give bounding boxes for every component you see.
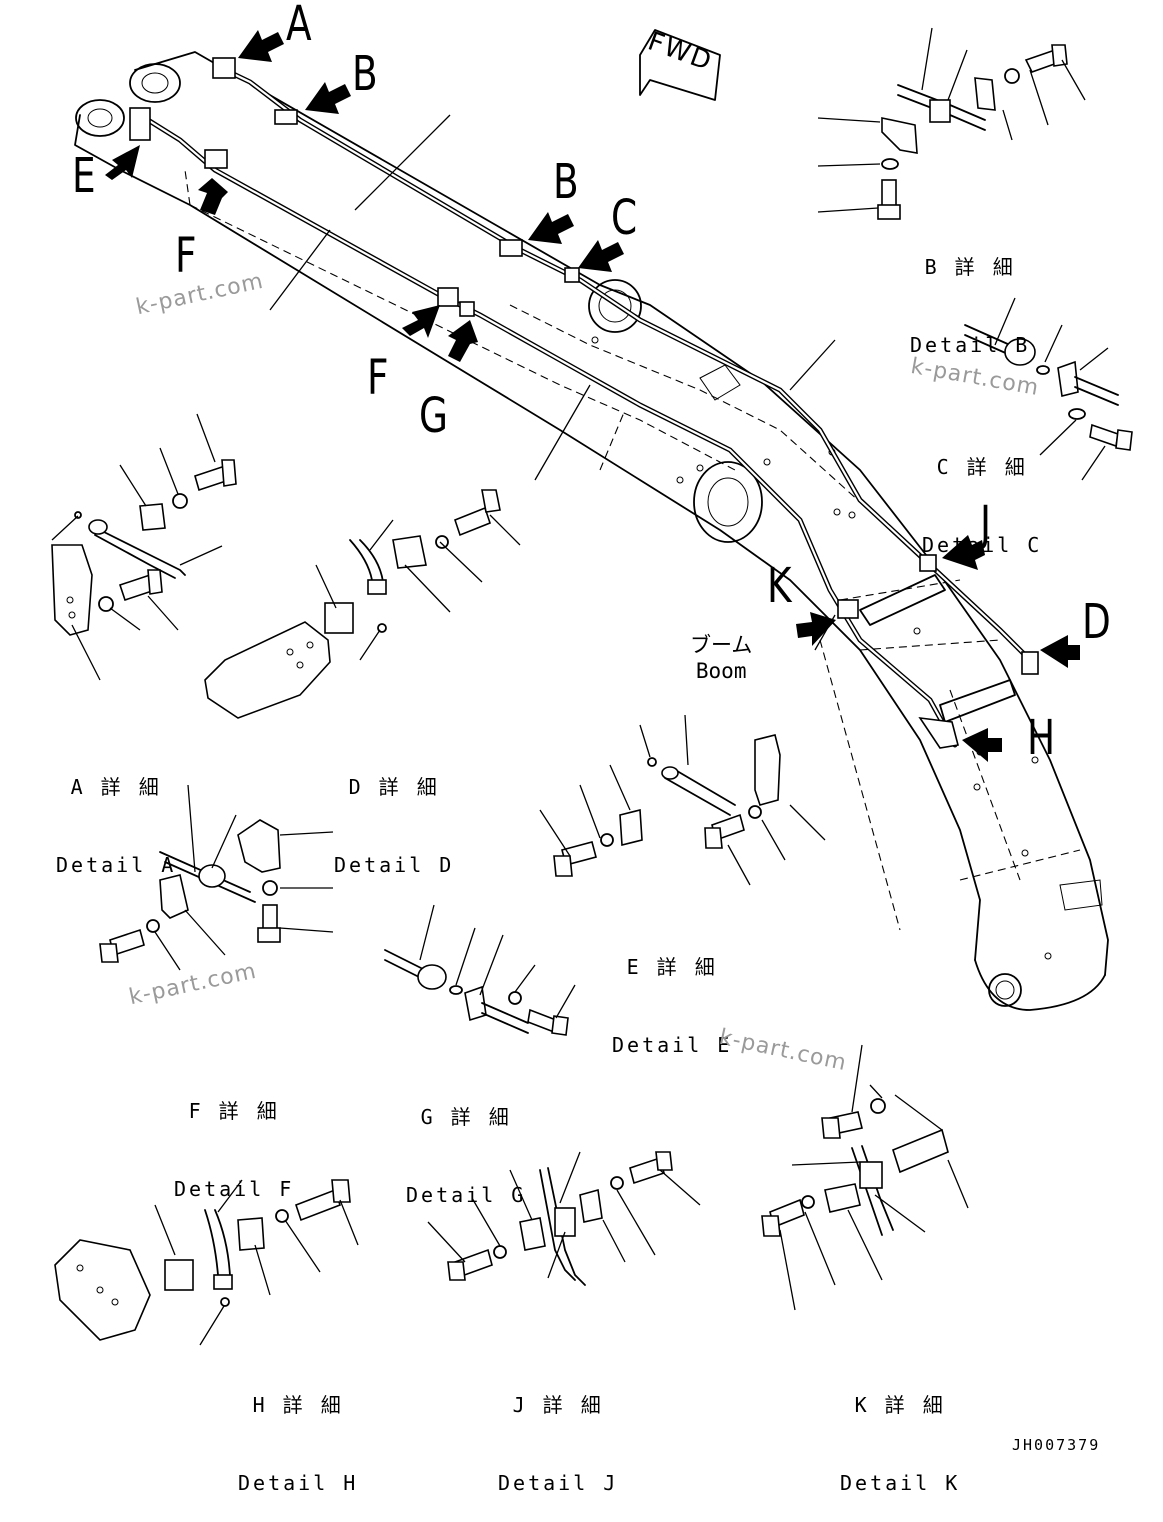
callout-G: G: [419, 388, 449, 444]
detail-b-en: Detail B: [910, 333, 1031, 357]
detail-d-caption: D 詳 細 Detail D: [334, 722, 454, 904]
detail-d-drawing: [204, 489, 521, 719]
callout-E: E: [72, 148, 96, 204]
detail-h-en: Detail H: [238, 1471, 359, 1495]
arrow-B-mid: [528, 212, 574, 244]
diagram-drawing: [51, 27, 1133, 1346]
callout-K: K: [767, 558, 792, 614]
arrow-F-top: [198, 178, 228, 215]
detail-k-en: Detail K: [840, 1471, 961, 1495]
arrow-D: [1040, 635, 1080, 668]
callout-B-mid: B: [553, 154, 579, 210]
detail-a-en: Detail A: [56, 853, 177, 877]
detail-b-jp: B 詳 細: [924, 255, 1016, 279]
detail-e-drawing: [539, 714, 826, 886]
boom-label-en: Boom: [695, 659, 747, 683]
detail-j-caption: J 詳 細 Detail J: [498, 1340, 618, 1522]
arrow-J: [942, 535, 985, 570]
arrow-G: [448, 320, 478, 362]
callout-D: D: [1082, 594, 1111, 650]
detail-j-drawing: [427, 1151, 701, 1286]
arrow-C: [578, 240, 624, 272]
detail-g-en: Detail G: [406, 1183, 527, 1207]
fwd-indicator: [639, 29, 721, 101]
detail-j-en: Detail J: [498, 1471, 619, 1495]
arrow-K: [796, 612, 836, 646]
detail-h-caption: H 詳 細 Detail H: [238, 1340, 358, 1522]
detail-k-drawing: [761, 1044, 969, 1311]
boom-label-jp: ブーム: [690, 633, 753, 657]
detail-f-jp: F 詳 細: [188, 1099, 280, 1123]
detail-d-jp: D 詳 細: [348, 775, 440, 799]
arrow-F-mid: [402, 305, 440, 338]
detail-d-en: Detail D: [334, 853, 455, 877]
detail-e-en: Detail E: [612, 1033, 733, 1057]
detail-b-drawing: [817, 27, 1086, 220]
detail-f-caption: F 詳 細 Detail F: [174, 1046, 294, 1228]
detail-a-jp: A 詳 細: [70, 775, 162, 799]
callout-arrows: [105, 30, 1080, 762]
callout-J: J: [980, 496, 992, 552]
detail-k-jp: K 詳 細: [854, 1393, 946, 1417]
callout-C: C: [611, 190, 638, 246]
detail-e-jp: E 詳 細: [626, 955, 718, 979]
detail-a-drawing: [51, 413, 237, 681]
callout-B-top: B: [352, 46, 378, 102]
detail-c-caption: C 詳 細 Detail C: [922, 402, 1042, 584]
detail-c-en: Detail C: [922, 533, 1043, 557]
detail-j-jp: J 詳 細: [512, 1393, 604, 1417]
detail-g-drawing: [384, 904, 576, 1036]
callout-A: A: [286, 0, 312, 52]
boom-label: ブーム Boom: [690, 632, 752, 684]
parts-diagram: A B E F B C F G J K D H FWD ブーム Boom B 詳…: [51, 0, 1133, 1495]
detail-a-caption: A 詳 細 Detail A: [56, 722, 176, 904]
callout-F-mid: F: [367, 350, 389, 406]
arrow-H: [962, 728, 1002, 762]
detail-g-caption: G 詳 細 Detail G: [406, 1052, 526, 1234]
pipes: [129, 57, 1039, 749]
detail-h-drawing: [54, 1179, 359, 1346]
detail-b-caption: B 詳 細 Detail B: [910, 202, 1030, 384]
detail-c-drawing: [964, 297, 1133, 481]
detail-f-drawing: [99, 784, 334, 971]
detail-h-jp: H 詳 細: [252, 1393, 344, 1417]
callout-F-top: F: [175, 228, 197, 284]
arrow-A: [238, 30, 284, 62]
drawing-code: JH007379: [1012, 1436, 1101, 1454]
detail-c-jp: C 詳 細: [936, 455, 1028, 479]
detail-f-en: Detail F: [174, 1177, 295, 1201]
detail-g-jp: G 詳 細: [420, 1105, 512, 1129]
detail-e-caption: E 詳 細 Detail E: [612, 902, 732, 1084]
arrow-E: [105, 145, 140, 180]
callout-H: H: [1027, 710, 1056, 766]
arrow-B-top: [305, 82, 351, 114]
detail-k-caption: K 詳 細 Detail K: [840, 1340, 960, 1522]
